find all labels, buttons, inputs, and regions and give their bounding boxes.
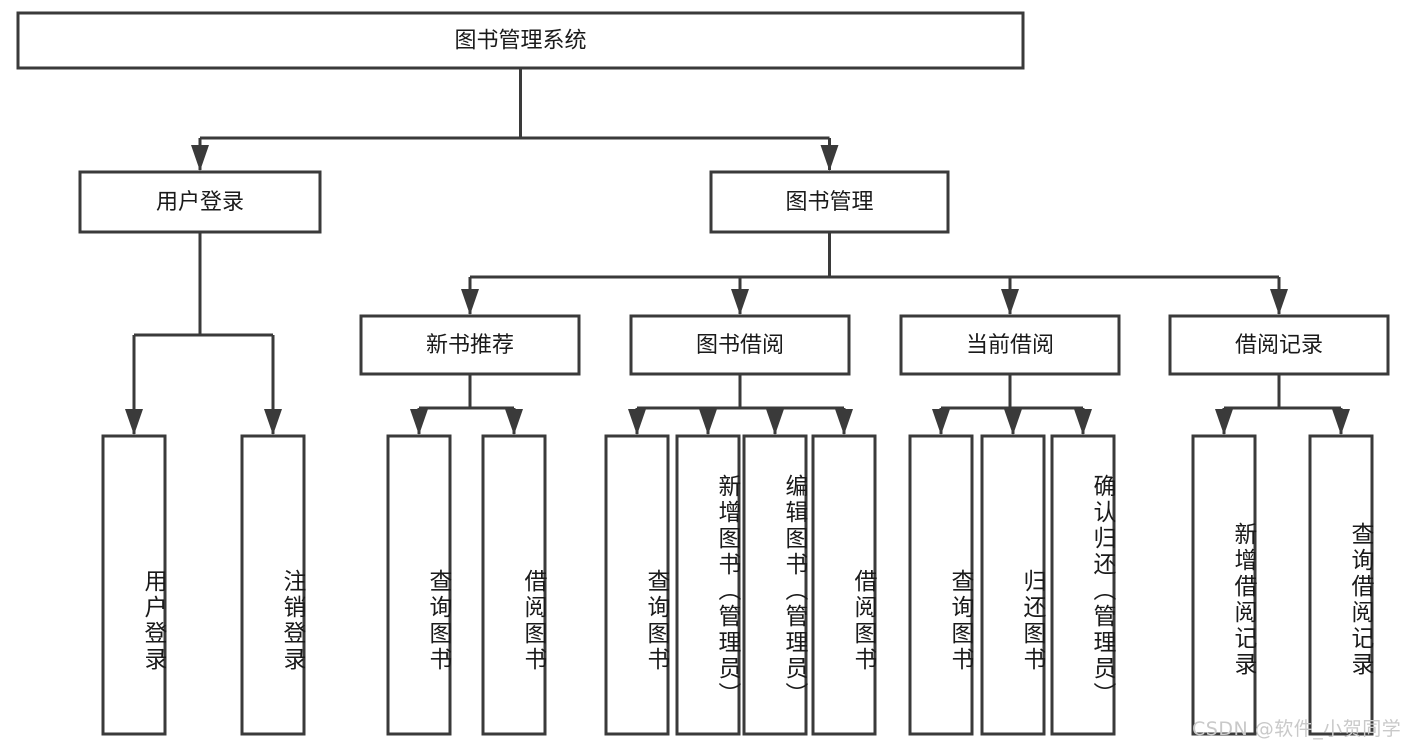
csdn-watermark: CSDN @软件_小贺同学 xyxy=(1192,718,1402,740)
node-box-leaf-4[interactable] xyxy=(604,434,670,736)
node-box-level3-1[interactable] xyxy=(629,314,851,376)
node-box-leaf-12[interactable] xyxy=(1308,434,1374,736)
node-box-leaf-0[interactable] xyxy=(101,434,167,736)
node-label-level3-1: 图书借阅 xyxy=(696,333,784,358)
node-label-level3-3: 借阅记录 xyxy=(1235,333,1323,358)
node-box-leaf-6[interactable] xyxy=(742,434,808,736)
arrow-to-leaf-5 xyxy=(699,409,717,435)
node-box-leaf-8[interactable] xyxy=(908,434,974,736)
connector-layer xyxy=(125,68,1350,435)
arrow-to-leaf-6 xyxy=(766,409,784,435)
arrow-to-level3-3 xyxy=(1270,289,1288,315)
node-box-leaf-3[interactable] xyxy=(481,434,547,736)
node-label-level2-1: 图书管理 xyxy=(785,190,873,215)
node-box-level2-1[interactable] xyxy=(709,170,950,234)
node-label-level2-0: 用户登录 xyxy=(156,190,244,215)
arrow-to-leaf-8 xyxy=(932,409,950,435)
node-box-leaf-1[interactable] xyxy=(240,434,306,736)
arrow-to-leaf-10 xyxy=(1074,409,1092,435)
node-box-leaf-5[interactable] xyxy=(675,434,741,736)
arrow-to-leaf-2 xyxy=(410,409,428,435)
node-box-level3-3[interactable] xyxy=(1168,314,1390,376)
arrow-to-leaf-9 xyxy=(1004,409,1022,435)
node-label-level3-2: 当前借阅 xyxy=(966,333,1054,358)
node-box-root[interactable] xyxy=(16,11,1025,70)
node-box-layer xyxy=(16,11,1390,736)
arrow-to-leaf-3 xyxy=(505,409,523,435)
arrow-to-leaf-11 xyxy=(1215,409,1233,435)
node-box-level3-2[interactable] xyxy=(899,314,1121,376)
node-box-leaf-11[interactable] xyxy=(1191,434,1257,736)
node-label-root: 图书管理系统 xyxy=(454,29,586,54)
arrow-to-user-login xyxy=(191,145,209,171)
arrow-to-book-manage xyxy=(820,145,839,171)
arrow-to-leaf-7 xyxy=(835,409,853,435)
arrow-to-level3-2 xyxy=(1001,289,1019,315)
arrow-to-leaf-12 xyxy=(1332,409,1350,435)
node-box-level3-0[interactable] xyxy=(359,314,581,376)
node-label-level3-0: 新书推荐 xyxy=(426,333,514,358)
node-box-leaf-9[interactable] xyxy=(980,434,1046,736)
arrow-to-leaf-1 xyxy=(264,409,282,435)
arrow-to-level3-0 xyxy=(461,289,479,315)
arrow-to-leaf-0 xyxy=(125,409,143,435)
arrow-to-level3-1 xyxy=(731,289,749,315)
node-box-leaf-7[interactable] xyxy=(811,434,877,736)
node-box-leaf-2[interactable] xyxy=(386,434,452,736)
node-box-leaf-10[interactable] xyxy=(1050,434,1116,736)
node-box-level2-0[interactable] xyxy=(78,170,322,234)
arrow-to-leaf-4 xyxy=(628,409,646,435)
